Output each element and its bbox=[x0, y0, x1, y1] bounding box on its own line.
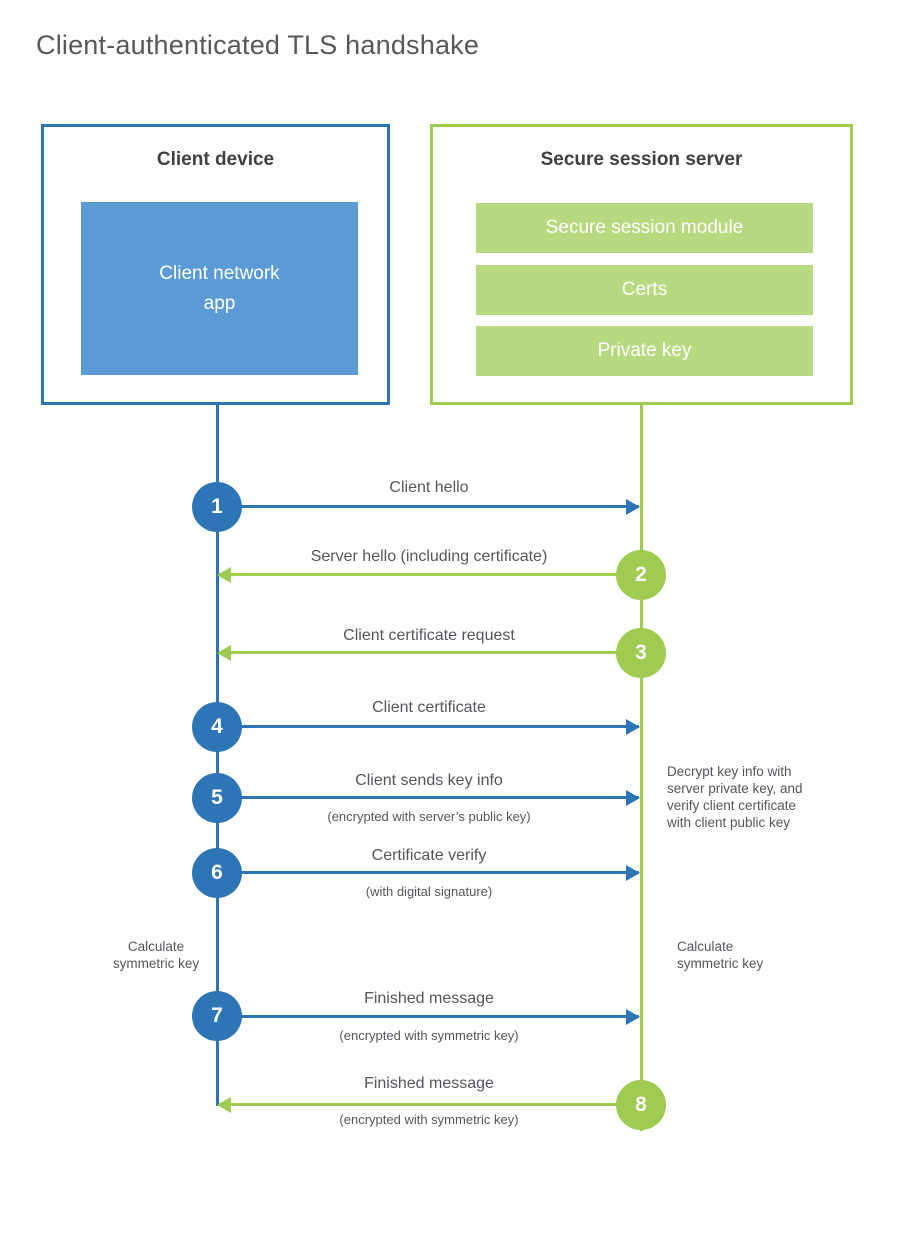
message-sublabel: (encrypted with server’s public key) bbox=[327, 809, 531, 824]
decrypt-note: Decrypt key info with server private key… bbox=[667, 764, 803, 830]
client-network-app-box: Client network app bbox=[81, 202, 358, 375]
message-label: Client certificate bbox=[372, 699, 486, 716]
arrow-head-icon bbox=[626, 790, 640, 806]
step-circle: 3 bbox=[616, 628, 666, 678]
step-circle: 7 bbox=[192, 991, 242, 1041]
message-arrow bbox=[219, 1015, 639, 1018]
message-label: Certificate verify bbox=[371, 847, 487, 864]
calculate-symmetric-key-left: Calculate symmetric key bbox=[112, 939, 200, 971]
client-device-box: Client device Client network app bbox=[41, 124, 390, 405]
message-arrow bbox=[219, 573, 639, 576]
message-label: Client sends key info bbox=[355, 772, 503, 789]
message-label: Client certificate request bbox=[343, 627, 515, 644]
client-device-title: Client device bbox=[156, 149, 275, 170]
server-lifeline bbox=[640, 404, 643, 1131]
secure-session-server-box: Secure session server Secure session mod… bbox=[430, 124, 853, 405]
arrow-head-icon bbox=[217, 645, 231, 661]
message-arrow bbox=[219, 871, 639, 874]
message-label: Finished message bbox=[364, 990, 494, 1007]
message-sublabel: (with digital signature) bbox=[365, 884, 493, 899]
calculate-symmetric-key-right: Calculate symmetric key bbox=[677, 939, 764, 971]
message-arrow bbox=[219, 796, 639, 799]
arrow-head-icon bbox=[626, 719, 640, 735]
step-circle: 5 bbox=[192, 773, 242, 823]
step-circle: 1 bbox=[192, 482, 242, 532]
message-sublabel: (encrypted with symmetric key) bbox=[339, 1112, 519, 1127]
step-circle: 2 bbox=[616, 550, 666, 600]
secure-session-server-title: Secure session server bbox=[540, 149, 743, 170]
message-label: Client hello bbox=[389, 479, 469, 496]
step-circle: 6 bbox=[192, 848, 242, 898]
arrow-head-icon bbox=[626, 1009, 640, 1025]
message-arrow bbox=[219, 1103, 639, 1106]
message-arrow bbox=[219, 651, 639, 654]
message-arrow bbox=[219, 725, 639, 728]
client-lifeline bbox=[216, 404, 219, 1106]
server-module-bar: Secure session module bbox=[476, 203, 813, 253]
message-sublabel: (encrypted with symmetric key) bbox=[339, 1028, 519, 1043]
page-title: Client-authenticated TLS handshake bbox=[36, 30, 480, 60]
message-arrow bbox=[219, 505, 639, 508]
server-certs-bar: Certs bbox=[476, 265, 813, 315]
step-circle: 8 bbox=[616, 1080, 666, 1130]
message-label: Server hello (including certificate) bbox=[310, 548, 548, 565]
server-private-key-bar: Private key bbox=[476, 326, 813, 376]
arrow-head-icon bbox=[626, 865, 640, 881]
arrow-head-icon bbox=[217, 1097, 231, 1113]
arrow-head-icon bbox=[626, 499, 640, 515]
arrow-head-icon bbox=[217, 567, 231, 583]
step-circle: 4 bbox=[192, 702, 242, 752]
message-label: Finished message bbox=[364, 1075, 494, 1092]
